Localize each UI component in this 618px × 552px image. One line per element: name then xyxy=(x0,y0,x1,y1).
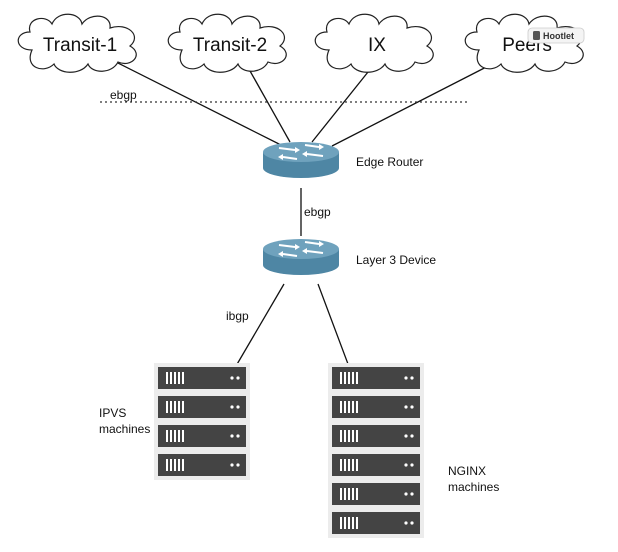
cloud-label: Transit-1 xyxy=(43,35,117,56)
server-unit xyxy=(158,367,246,389)
link-transit2-edge xyxy=(244,61,291,143)
layer3-device-icon xyxy=(262,238,340,276)
edge-router-icon xyxy=(262,141,340,179)
link-ix-edge xyxy=(311,61,377,143)
badge-text: Hootlet xyxy=(543,31,574,41)
edge-l3-ebgp-label: ebgp xyxy=(304,205,331,219)
hootlet-badge[interactable]: Hootlet xyxy=(527,27,585,44)
upstream-ebgp-label: ebgp xyxy=(110,88,137,102)
ibgp-label: ibgp xyxy=(226,309,249,323)
ipvs-label-line1: IPVS xyxy=(99,406,126,420)
rack-background xyxy=(328,363,424,538)
server-unit xyxy=(158,425,246,447)
cloud-ix: IX xyxy=(314,13,434,73)
layer3-device-label: Layer 3 Device xyxy=(356,253,436,267)
nginx-label-line1: NGINX xyxy=(448,464,486,478)
ipvs-label-line2: machines xyxy=(99,422,150,436)
server-unit xyxy=(158,454,246,476)
nginx-label-line2: machines xyxy=(448,480,499,494)
owl-icon xyxy=(533,31,540,40)
server-unit xyxy=(332,367,420,389)
cloud-transit-2: Transit-2 xyxy=(167,13,287,73)
cloud-label: Transit-2 xyxy=(193,35,267,56)
server-unit xyxy=(332,483,420,505)
server-unit xyxy=(332,512,420,534)
cloud-label: IX xyxy=(368,35,386,56)
server-unit xyxy=(332,425,420,447)
link-peers-edge xyxy=(331,59,501,147)
server-unit xyxy=(332,396,420,418)
link-l3-ipvs xyxy=(235,283,285,367)
link-l3-nginx xyxy=(317,283,349,365)
ipvs-server-rack xyxy=(154,363,250,480)
cloud-transit-1: Transit-1 xyxy=(17,13,137,73)
edge-router-label: Edge Router xyxy=(356,155,423,169)
server-unit xyxy=(332,454,420,476)
connection-lines xyxy=(107,57,501,367)
nginx-server-rack xyxy=(328,363,424,538)
server-unit xyxy=(158,396,246,418)
